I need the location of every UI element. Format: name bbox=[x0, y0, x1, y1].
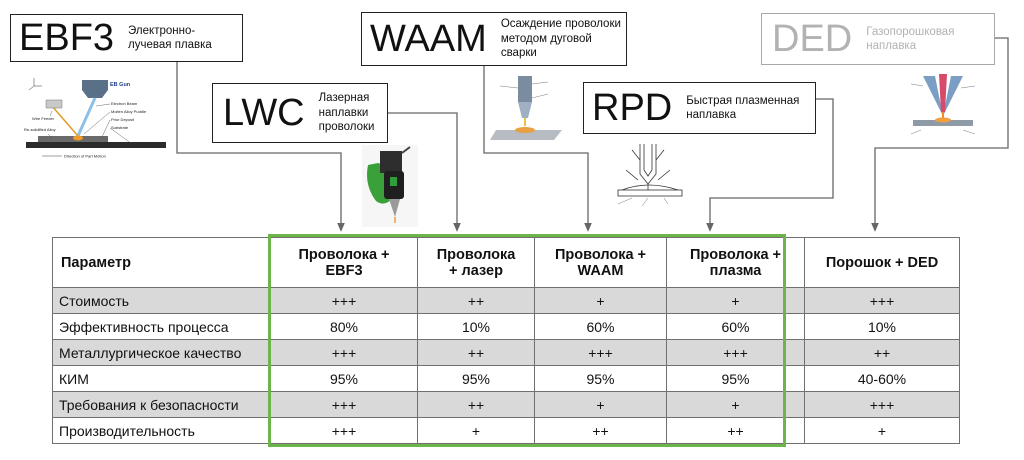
table-cell: ++ bbox=[417, 339, 535, 366]
header-text: Проволока + EBF3 bbox=[298, 246, 390, 279]
row-label: Стоимость bbox=[52, 287, 271, 314]
table-cell: + bbox=[534, 391, 667, 418]
table-cell: ++ bbox=[804, 339, 960, 366]
table-cell: + bbox=[666, 391, 805, 418]
table-cell: 10% bbox=[804, 313, 960, 340]
header-cell-waam: Проволока + WAAM bbox=[534, 237, 667, 288]
table-cell: ++ bbox=[417, 287, 535, 314]
table-row: КИМ 95% 95% 95% 95% 40-60% bbox=[52, 365, 960, 392]
connector-ded bbox=[871, 37, 1009, 232]
connector-rpd bbox=[706, 98, 834, 232]
table-cell: 40-60% bbox=[804, 365, 960, 392]
table-cell: +++ bbox=[270, 339, 418, 366]
header-cell-param: Параметр bbox=[52, 237, 271, 288]
label-molten-alloy: Molten Alloy Puddle bbox=[111, 109, 147, 114]
header-text: Проволока + плазма bbox=[689, 246, 782, 279]
label-resolidified: Re-solidified Alloy bbox=[24, 127, 56, 132]
header-text: Проволока + WAAM bbox=[554, 246, 647, 279]
row-label: Требования к безопасности bbox=[52, 391, 271, 418]
connector-waam bbox=[483, 64, 592, 232]
table-cell: 80% bbox=[270, 313, 418, 340]
process-box-lwc: LWC Лазерная наплавки проволоки bbox=[212, 83, 388, 143]
table-cell: ++ bbox=[417, 391, 535, 418]
table-row: Металлургическое качество +++ ++ +++ +++… bbox=[52, 339, 960, 366]
process-abbr-ded: DED bbox=[772, 18, 853, 60]
table-header-row: Параметр Проволока + EBF3 Проволока + ла… bbox=[52, 237, 960, 288]
table-cell: +++ bbox=[666, 339, 805, 366]
process-desc-lwc: Лазерная наплавки проволоки bbox=[318, 92, 375, 134]
process-box-ebf3: EBF3 Электронно- лучевая плавка bbox=[10, 14, 243, 62]
table-cell: 95% bbox=[270, 365, 418, 392]
rpd-plasma-schematic bbox=[612, 140, 688, 214]
header-cell-lwc: Проволока + лазер bbox=[417, 237, 535, 288]
process-abbr-waam: WAAM bbox=[370, 18, 487, 60]
header-cell-rpd: Проволока + плазма bbox=[666, 237, 805, 288]
table-cell: + bbox=[804, 417, 960, 444]
process-desc-ded: Газопорошковая наплавка bbox=[866, 25, 955, 52]
process-desc-rpd: Быстрая плазменная наплавка bbox=[686, 94, 800, 121]
label-prior-deposit: Prior Deposit bbox=[111, 117, 135, 122]
process-abbr-lwc: LWC bbox=[223, 92, 305, 134]
connector-lwc bbox=[387, 112, 461, 232]
label-wire-feeder: Wire Feeder bbox=[32, 116, 55, 121]
table-cell: +++ bbox=[270, 417, 418, 444]
table-cell: 60% bbox=[666, 313, 805, 340]
label-direction: Direction of Part Motion bbox=[64, 154, 106, 159]
ded-nozzle-image bbox=[905, 72, 981, 144]
header-cell-ded: Порошок + DED bbox=[804, 237, 960, 288]
process-desc-waam: Осаждение проволоки методом дуговой свар… bbox=[500, 18, 621, 60]
header-cell-ebf3: Проволока + EBF3 bbox=[270, 237, 418, 288]
process-box-rpd: RPD Быстрая плазменная наплавка bbox=[583, 82, 816, 134]
ebf3-schematic-image: EB Gun Electron Beam Molten Alloy Puddle… bbox=[24, 78, 166, 159]
table-cell: 95% bbox=[534, 365, 667, 392]
row-label: Производительность bbox=[52, 417, 271, 444]
table-cell: ++ bbox=[666, 417, 805, 444]
row-label: Металлургическое качество bbox=[52, 339, 271, 366]
table-row: Стоимость +++ ++ + + +++ bbox=[52, 287, 960, 314]
process-box-ded: DED Газопорошковая наплавка bbox=[761, 13, 995, 65]
comparison-table: Параметр Проволока + EBF3 Проволока + ла… bbox=[52, 237, 960, 444]
label-eb-gun: EB Gun bbox=[110, 82, 131, 88]
process-abbr-ebf3: EBF3 bbox=[19, 17, 115, 59]
table-cell: +++ bbox=[804, 391, 960, 418]
header-text: Проволока + лазер bbox=[436, 246, 516, 279]
table-cell: +++ bbox=[804, 287, 960, 314]
table-cell: + bbox=[417, 417, 535, 444]
table-cell: +++ bbox=[270, 287, 418, 314]
row-label: Эффективность процесса bbox=[52, 313, 271, 340]
table-cell: 95% bbox=[666, 365, 805, 392]
table-row: Эффективность процесса 80% 10% 60% 60% 1… bbox=[52, 313, 960, 340]
table-cell: + bbox=[534, 287, 667, 314]
table-cell: +++ bbox=[270, 391, 418, 418]
table-cell: +++ bbox=[534, 339, 667, 366]
process-box-waam: WAAM Осаждение проволоки методом дуговой… bbox=[361, 12, 627, 66]
label-electron-beam: Electron Beam bbox=[111, 101, 138, 106]
table-row: Требования к безопасности +++ ++ + + +++ bbox=[52, 391, 960, 418]
label-substrate: Substrate bbox=[111, 125, 129, 130]
table-row: Производительность +++ + ++ ++ + bbox=[52, 417, 960, 444]
table-cell: + bbox=[666, 287, 805, 314]
table-cell: ++ bbox=[534, 417, 667, 444]
row-label: КИМ bbox=[52, 365, 271, 392]
process-abbr-rpd: RPD bbox=[592, 87, 673, 129]
table-cell: 10% bbox=[417, 313, 535, 340]
header-text: Порошок + DED bbox=[825, 254, 939, 271]
waam-torch-image bbox=[490, 74, 568, 144]
connector-ebf3 bbox=[176, 60, 345, 232]
process-desc-ebf3: Электронно- лучевая плавка bbox=[128, 24, 212, 51]
lwc-head-photo bbox=[362, 145, 418, 227]
table-cell: 95% bbox=[417, 365, 535, 392]
table-cell: 60% bbox=[534, 313, 667, 340]
